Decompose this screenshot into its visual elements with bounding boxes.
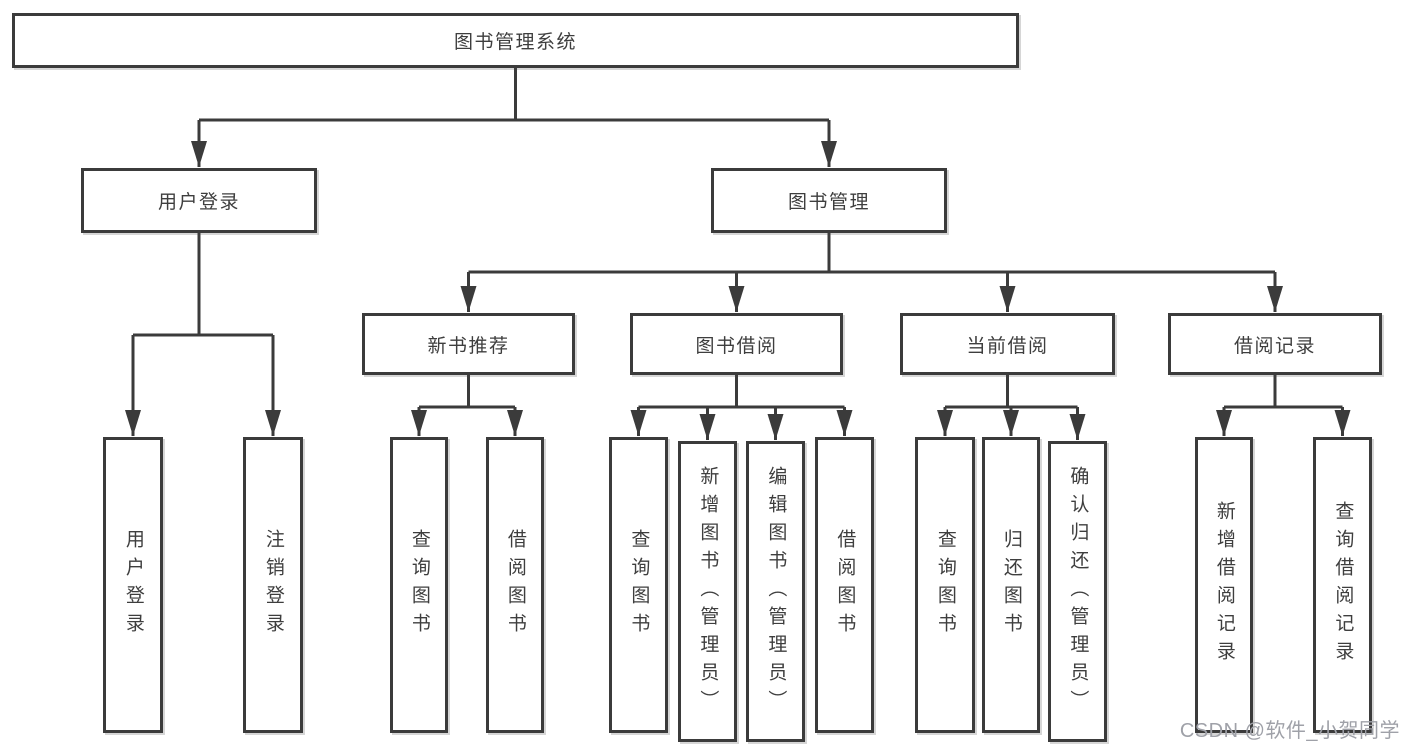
csdn-watermark: CSDN @软件_小贺同学: [1179, 720, 1400, 742]
leaf-confirm-return-admin: 确认归还（管理员）: [1048, 441, 1107, 742]
leaf-query-books-2: 查询图书: [609, 437, 668, 733]
node-user-login: 用户登录: [81, 168, 317, 233]
leaf-label: 查询图书: [934, 529, 956, 641]
leaf-query-books-3: 查询图书: [915, 437, 975, 733]
leaf-label: 借阅图书: [504, 529, 526, 641]
node-label: 图书借阅: [695, 335, 778, 357]
leaf-borrow-books-2: 借阅图书: [815, 437, 874, 733]
leaf-label: 确认归还（管理员）: [1067, 465, 1089, 718]
node-book-borrowing: 图书借阅: [630, 313, 843, 375]
leaf-label: 编辑图书（管理员）: [765, 465, 787, 718]
leaf-edit-books-admin: 编辑图书（管理员）: [746, 441, 805, 742]
leaf-label: 借阅图书: [834, 529, 856, 641]
leaf-query-borrow-record: 查询借阅记录: [1313, 437, 1372, 733]
node-label: 当前借阅: [966, 335, 1049, 357]
node-label: 用户登录: [157, 192, 240, 213]
leaf-label: 新增图书（管理员）: [697, 465, 719, 718]
node-library-system-root: 图书管理系统: [12, 13, 1019, 68]
leaf-add-books-admin: 新增图书（管理员）: [678, 441, 737, 742]
leaf-label: 查询借阅记录: [1332, 501, 1354, 669]
leaf-query-books-1: 查询图书: [390, 437, 448, 733]
arrow-drops: [125, 120, 1351, 440]
node-label: 图书管理: [787, 192, 870, 213]
leaf-logout: 注销登录: [243, 437, 303, 733]
leaf-label: 注销登录: [262, 529, 284, 641]
node-new-book-recommend: 新书推荐: [362, 313, 575, 375]
leaf-label: 新增借阅记录: [1213, 501, 1235, 669]
leaf-label: 查询图书: [408, 529, 430, 641]
leaf-return-books: 归还图书: [982, 437, 1040, 733]
leaf-user-login: 用户登录: [103, 437, 163, 733]
leaf-label: 查询图书: [628, 529, 650, 641]
node-book-management: 图书管理: [711, 168, 947, 233]
node-current-borrowing: 当前借阅: [900, 313, 1115, 375]
leaf-borrow-books-1: 借阅图书: [486, 437, 544, 733]
leaf-label: 归还图书: [1000, 529, 1022, 641]
node-label: 图书管理系统: [453, 32, 577, 53]
leaf-add-borrow-record: 新增借阅记录: [1195, 437, 1253, 733]
node-label: 借阅记录: [1233, 335, 1316, 357]
leaf-label: 用户登录: [122, 529, 144, 641]
node-borrowing-records: 借阅记录: [1168, 313, 1382, 375]
node-label: 新书推荐: [427, 335, 510, 357]
